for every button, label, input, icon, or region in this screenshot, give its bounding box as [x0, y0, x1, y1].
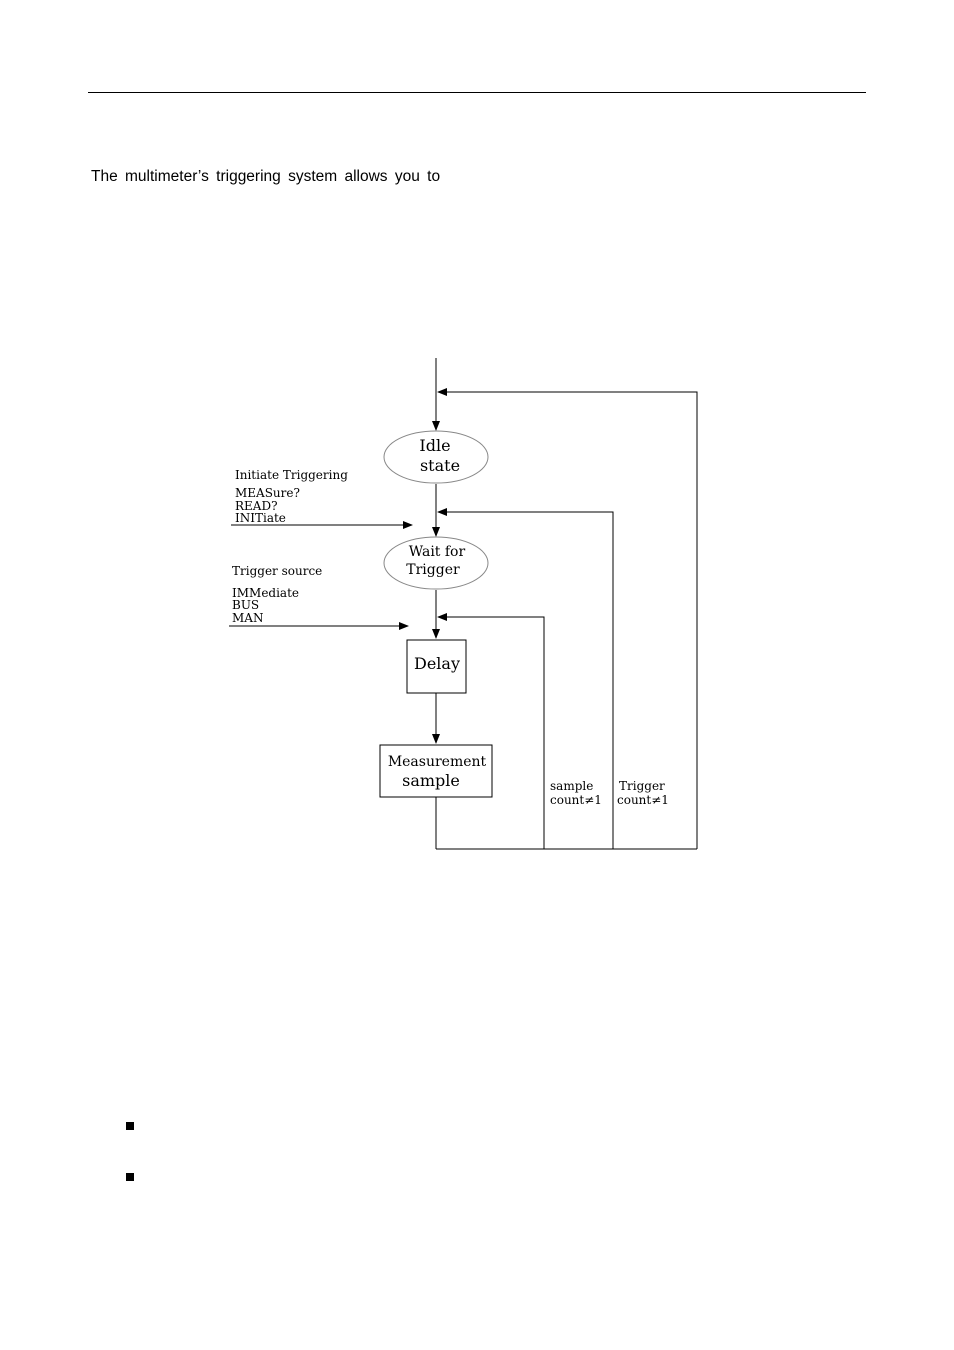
initiate-cmd-measure: MEASure? [235, 486, 300, 500]
trigger-source-title: Trigger source [232, 564, 322, 578]
wait-label-1: Wait for [409, 544, 466, 560]
idle-label-1: Idle [419, 436, 450, 455]
delay-label: Delay [414, 654, 460, 673]
trigger-count-loop [437, 508, 614, 849]
idle-label-2: state [420, 456, 460, 475]
trigger-count-label-1: Trigger [619, 779, 665, 793]
measure-label-2: sample [402, 771, 460, 790]
trigger-count-label-2: count≠1 [617, 793, 669, 807]
delay-node: Delay [406, 639, 467, 694]
source-bus: BUS [232, 598, 259, 612]
sample-count-label-1: sample [550, 779, 593, 793]
sample-count-label-2: count≠1 [550, 793, 602, 807]
initiate-cmd-read: READ? [235, 499, 278, 513]
source-immediate: IMMediate [232, 586, 299, 600]
measurement-node: Measurement sample [379, 744, 493, 798]
initiate-cmd-initiate: INITiate [235, 511, 286, 525]
wait-label-2: Trigger [406, 562, 460, 578]
source-man: MAN [232, 611, 263, 625]
intro-paragraph: The multimeter’s triggering system allow… [91, 168, 441, 185]
measure-label-1: Measurement [388, 754, 487, 770]
header-rule [88, 92, 866, 93]
bullet-marker-1 [126, 1122, 134, 1130]
idle-state-node: Idle state [383, 430, 489, 484]
wait-for-trigger-node: Wait for Trigger [383, 536, 489, 590]
idle-return-loop [437, 388, 698, 849]
sample-count-loop [437, 613, 545, 849]
initiate-title: Initiate Triggering [235, 468, 348, 482]
bullet-marker-2 [126, 1173, 134, 1181]
